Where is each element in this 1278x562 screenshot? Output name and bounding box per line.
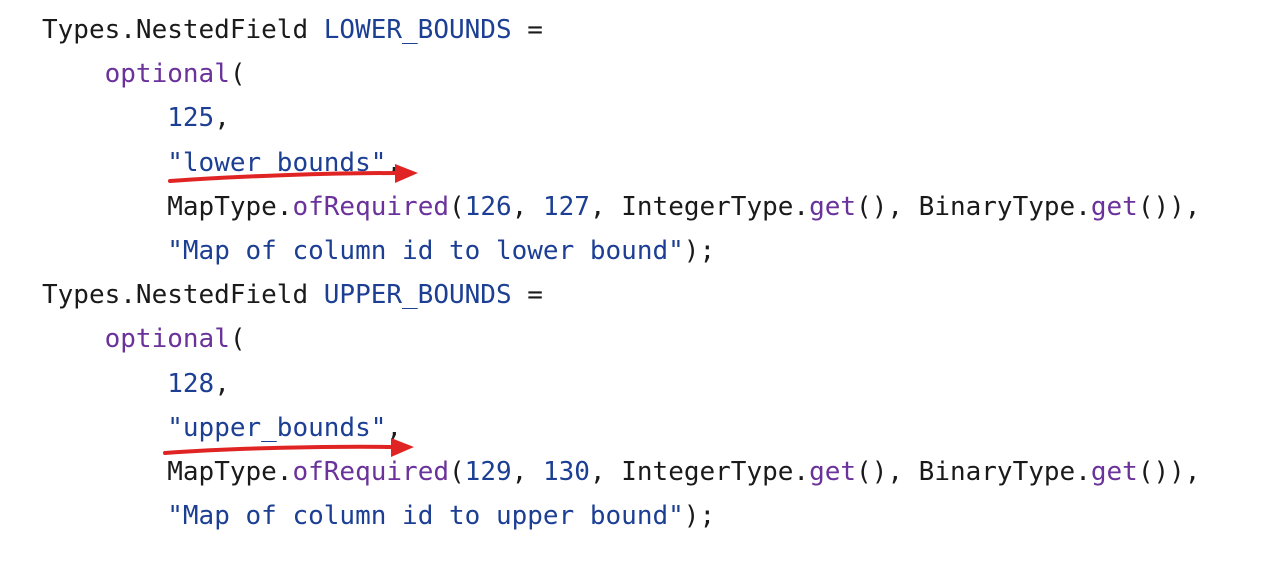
code-token-plain: , xyxy=(214,103,230,134)
code-token-kw: optional xyxy=(104,324,230,355)
code-token-num: 128 xyxy=(167,368,215,399)
code-line: "upper_bounds", xyxy=(42,406,1200,450)
code-indent xyxy=(42,324,105,354)
code-token-plain: (), BinaryType. xyxy=(856,456,1091,487)
code-indent xyxy=(42,59,105,89)
code-token-num: 130 xyxy=(542,456,590,487)
code-block: Types.NestedField LOWER_BOUNDS = optiona… xyxy=(42,8,1200,538)
code-token-plain: MapType. xyxy=(167,456,293,487)
code-indent xyxy=(42,501,167,531)
code-token-plain: , xyxy=(511,191,543,222)
code-line: "lower_bounds", xyxy=(42,141,1200,185)
code-indent xyxy=(42,369,167,399)
code-token-method: ofRequired xyxy=(292,456,450,487)
code-token-str: "upper_bounds" xyxy=(167,412,387,443)
code-token-const: UPPER_BOUNDS xyxy=(323,280,512,311)
code-token-plain: , IntegerType. xyxy=(589,191,810,222)
code-token-method: get xyxy=(809,456,857,487)
code-token-num: 127 xyxy=(542,191,590,222)
code-token-plain: ()), xyxy=(1137,456,1201,487)
code-token-plain: ( xyxy=(229,59,246,90)
code-token-plain: MapType. xyxy=(167,191,293,222)
code-token-plain: (), BinaryType. xyxy=(856,191,1091,222)
code-token-plain: ); xyxy=(683,501,716,532)
code-indent xyxy=(42,148,167,178)
code-token-method: get xyxy=(1090,456,1138,487)
code-token-plain: = xyxy=(511,15,543,45)
code-token-str: "Map of column id to upper bound" xyxy=(167,501,684,532)
code-token-plain: ( xyxy=(229,324,246,355)
code-line: Types.NestedField LOWER_BOUNDS = xyxy=(42,8,1200,52)
code-token-plain: = xyxy=(511,280,543,311)
code-token-plain: Types.NestedField xyxy=(42,280,324,311)
code-token-plain: , xyxy=(511,456,543,487)
code-line: MapType.ofRequired(126, 127, IntegerType… xyxy=(42,185,1200,229)
code-token-method: get xyxy=(809,191,857,222)
code-line: MapType.ofRequired(129, 130, IntegerType… xyxy=(42,450,1200,494)
code-indent xyxy=(42,103,167,133)
code-line: 125, xyxy=(42,96,1200,140)
code-token-num: 129 xyxy=(464,456,512,487)
code-indent xyxy=(42,192,167,222)
code-line: "Map of column id to upper bound"); xyxy=(42,494,1200,538)
code-line: "Map of column id to lower bound"); xyxy=(42,229,1200,273)
code-token-method: ofRequired xyxy=(292,191,450,222)
code-line: optional( xyxy=(42,317,1200,361)
code-token-num: 126 xyxy=(464,191,512,222)
code-token-str: "Map of column id to lower bound" xyxy=(167,235,684,266)
code-token-plain: , xyxy=(386,147,403,178)
code-token-plain: ( xyxy=(449,191,465,222)
code-line: Types.NestedField UPPER_BOUNDS = xyxy=(42,273,1200,317)
code-line: 128, xyxy=(42,362,1200,406)
code-token-plain: Types.NestedField xyxy=(42,15,324,45)
code-token-kw: optional xyxy=(104,59,230,90)
code-token-str: "lower_bounds" xyxy=(167,147,387,178)
code-token-plain: ( xyxy=(449,456,465,487)
code-token-num: 125 xyxy=(167,103,215,134)
code-token-method: get xyxy=(1090,191,1138,222)
code-indent xyxy=(42,413,167,443)
code-indent xyxy=(42,457,167,487)
code-token-plain: ()), xyxy=(1137,191,1201,222)
code-token-plain: , IntegerType. xyxy=(589,456,810,487)
code-indent xyxy=(42,236,167,266)
code-line: optional( xyxy=(42,52,1200,96)
code-token-plain: , xyxy=(386,412,403,443)
code-token-const: LOWER_BOUNDS xyxy=(323,15,512,45)
code-token-plain: ); xyxy=(683,235,716,266)
code-token-plain: , xyxy=(214,368,230,399)
